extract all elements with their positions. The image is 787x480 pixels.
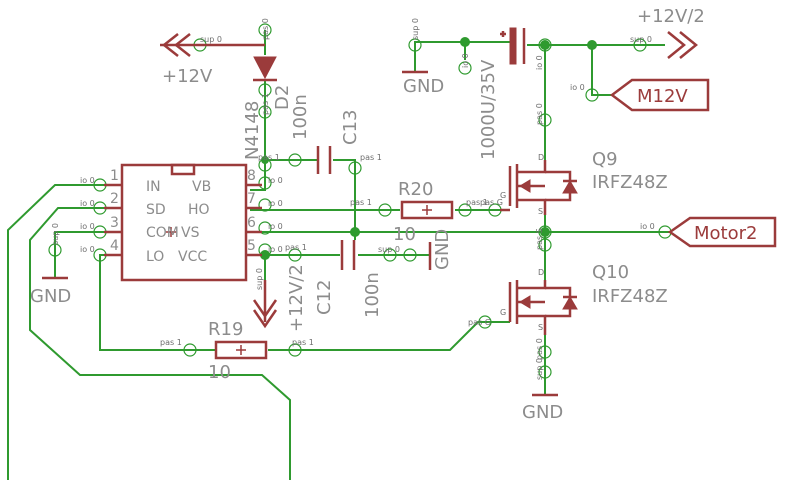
- tiny-pin-labels: sup 0 sup 0 io 0 io 0 io 0 io 0 io 0 io …: [51, 18, 655, 380]
- svg-text:pas 1: pas 1: [360, 153, 382, 162]
- ic-label-ho: HO: [188, 202, 210, 218]
- c13-value: 100n: [290, 94, 311, 140]
- capacitor-c13: [316, 146, 332, 174]
- svg-text:pas 1: pas 1: [261, 93, 270, 115]
- wires: [7, 30, 670, 480]
- svg-text:D: D: [538, 153, 544, 162]
- svg-text:sup 0: sup 0: [200, 35, 222, 44]
- svg-text:pas G: pas G: [480, 198, 503, 207]
- ic-label-vb: VB: [192, 179, 211, 195]
- capacitor-1000u: [500, 27, 526, 65]
- label-gnd-top: GND: [403, 76, 444, 97]
- ic-pin-6: 6: [247, 215, 256, 231]
- svg-text:sup 0: sup 0: [378, 245, 400, 254]
- label-gnd-mid: GND: [432, 229, 453, 270]
- ic-label-com: COM: [146, 225, 179, 241]
- svg-text:io 0: io 0: [268, 222, 283, 231]
- svg-text:io 0: io 0: [268, 176, 283, 185]
- diode-d2: [253, 56, 277, 82]
- motor2-label: [667, 216, 777, 248]
- svg-text:pas S: pas S: [535, 228, 544, 250]
- ic-label-lo: LO: [146, 249, 164, 265]
- svg-text:io 0: io 0: [80, 176, 95, 185]
- svg-text:sup 0: sup 0: [255, 268, 264, 290]
- m12v-label: [609, 78, 710, 112]
- q9-value: IRFZ48Z: [592, 172, 668, 193]
- svg-text:pas 1: pas 1: [292, 338, 314, 347]
- label-12v2-rot: +12V/2: [286, 264, 307, 332]
- label-12v2-top: +12V/2: [637, 6, 705, 27]
- ic-pin-1: 1: [110, 168, 119, 184]
- d2-value: N4148: [242, 101, 263, 160]
- svg-text:sup 0: sup 0: [630, 35, 652, 44]
- svg-text:S: S: [538, 207, 543, 216]
- q9-name: Q9: [592, 149, 618, 170]
- svg-text:pas 1: pas 1: [285, 243, 307, 252]
- mosfet-q10: [508, 280, 578, 335]
- ic-label-in: IN: [146, 179, 161, 195]
- svg-text:G: G: [500, 308, 506, 317]
- svg-text:pas 1: pas 1: [466, 198, 488, 207]
- c12-name: C12: [314, 280, 335, 315]
- capacitor-c12: [340, 240, 356, 270]
- r19-name: R19: [208, 319, 243, 340]
- svg-text:io 0: io 0: [268, 199, 283, 208]
- svg-text:pas 1: pas 1: [350, 198, 372, 207]
- svg-text:io 0: io 0: [80, 199, 95, 208]
- m12v-text: M12V: [637, 86, 688, 107]
- ic-label-vcc: VCC: [178, 249, 207, 265]
- r20-name: R20: [398, 179, 433, 200]
- svg-text:D: D: [538, 268, 544, 277]
- r20-value: 10: [393, 224, 416, 245]
- supply-12v2-arrow-down: [252, 280, 278, 329]
- svg-text:pas 0: pas 0: [535, 103, 544, 125]
- mosfet-q9: [500, 160, 578, 215]
- svg-text:G: G: [500, 191, 506, 200]
- q10-name: Q10: [592, 262, 629, 283]
- supply-12v-arrow: [160, 33, 265, 57]
- svg-text:io 0: io 0: [268, 245, 283, 254]
- label-gnd-left: GND: [30, 286, 71, 307]
- label-gnd-bottom: GND: [522, 402, 563, 423]
- resistor-r20: [400, 200, 454, 220]
- supply-12v2-arrow-top: [667, 31, 698, 59]
- r19-value: 10: [208, 362, 231, 383]
- svg-text:sup 0: sup 0: [51, 223, 60, 245]
- ic-pin-2: 2: [110, 191, 119, 207]
- ic-pin-7: 7: [247, 191, 256, 207]
- pin-markers: [48, 23, 672, 379]
- svg-text:S: S: [538, 323, 543, 332]
- ic-pin-3: 3: [110, 215, 119, 231]
- gnd-symbols: [42, 70, 558, 397]
- svg-text:pas 1: pas 1: [160, 338, 182, 347]
- svg-text:pas 0: pas 0: [261, 18, 270, 40]
- svg-text:io 0: io 0: [80, 222, 95, 231]
- svg-text:sup 0: sup 0: [535, 358, 544, 380]
- ic-pin-5: 5: [247, 238, 256, 254]
- c13-name: C13: [340, 110, 361, 145]
- ic-pin-8: 8: [247, 168, 256, 184]
- svg-text:io 0: io 0: [570, 83, 585, 92]
- c12-value: 100n: [362, 272, 383, 318]
- svg-text:io 0: io 0: [80, 245, 95, 254]
- cap-value: 1000U/35V: [478, 59, 499, 160]
- svg-text:pas 0: pas 0: [535, 338, 544, 360]
- resistor-r19: [214, 340, 268, 360]
- svg-text:io 0: io 0: [461, 53, 470, 68]
- svg-text:pas G: pas G: [468, 318, 491, 327]
- svg-text:pas 1: pas 1: [258, 153, 280, 162]
- svg-text:io 0: io 0: [640, 222, 655, 231]
- driver-ic: [104, 163, 262, 282]
- label-12v: +12V: [162, 66, 213, 87]
- ic-label-vs: VS: [181, 225, 200, 241]
- ic-pin-4: 4: [110, 238, 119, 254]
- motor2-text: Motor2: [694, 223, 757, 244]
- d2-name: D2: [272, 85, 293, 110]
- q10-value: IRFZ48Z: [592, 286, 668, 307]
- svg-text:sup 0: sup 0: [411, 18, 420, 40]
- ic-label-sd: SD: [146, 202, 166, 218]
- svg-text:io 0: io 0: [535, 55, 544, 70]
